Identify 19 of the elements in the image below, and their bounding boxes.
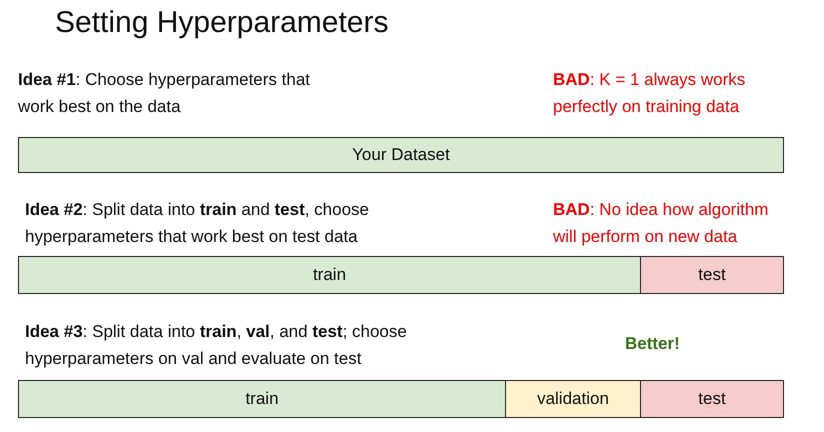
dataset-bar: [18, 137, 784, 173]
test-segment: [640, 380, 784, 418]
segment-label: train: [312, 265, 346, 285]
warning-note: BAD: No idea how algorithm will perform on new data: [553, 199, 770, 248]
warning-note: BAD: K = 1 always works perfectly on training data: [553, 69, 746, 118]
segment-label: validation: [537, 389, 609, 409]
idea-description: Idea #1: Choose hyperparameters that work best on the data: [18, 69, 312, 118]
segment-label: test: [698, 265, 726, 285]
segment-label: train: [245, 389, 279, 409]
slide-title: Setting Hyperparameters: [55, 6, 388, 40]
segment-label: test: [698, 389, 726, 409]
train-segment: [18, 380, 506, 418]
segment-label: Your Dataset: [352, 145, 450, 165]
validation-segment: [505, 380, 641, 418]
idea-description: Idea #3: Split data into train, val, and test; choose hyperparameters on val and evaluate on test: [25, 321, 408, 370]
test-segment: [640, 256, 784, 294]
idea-description: Idea #2: Split data into train and test, choose hyperparameters that work best on test data: [25, 199, 370, 248]
train-segment: [18, 256, 641, 294]
approval-note: Better!: [625, 333, 681, 355]
